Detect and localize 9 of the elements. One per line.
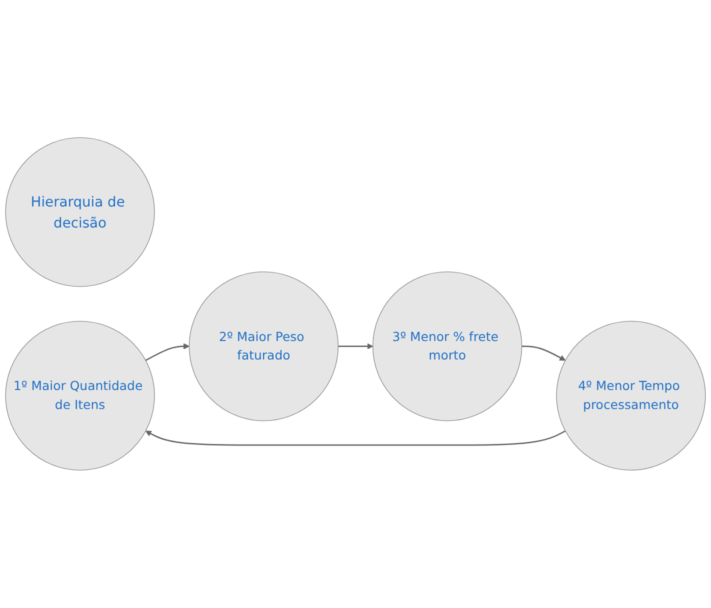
arrow	[338, 343, 374, 350]
node-circle: 1º Maior Quantidade de Itens	[5, 320, 155, 471]
node-circle: 3º Menor % frete morto	[372, 272, 522, 422]
node-circle: 2º Maior Peso faturado	[188, 272, 339, 422]
arrow	[522, 346, 566, 361]
node-circle: 4º Menor Tempo processamento	[556, 320, 706, 471]
arrow	[145, 430, 566, 446]
node-circle: Hierarquia de decisão	[5, 137, 155, 288]
arrow	[145, 343, 190, 362]
